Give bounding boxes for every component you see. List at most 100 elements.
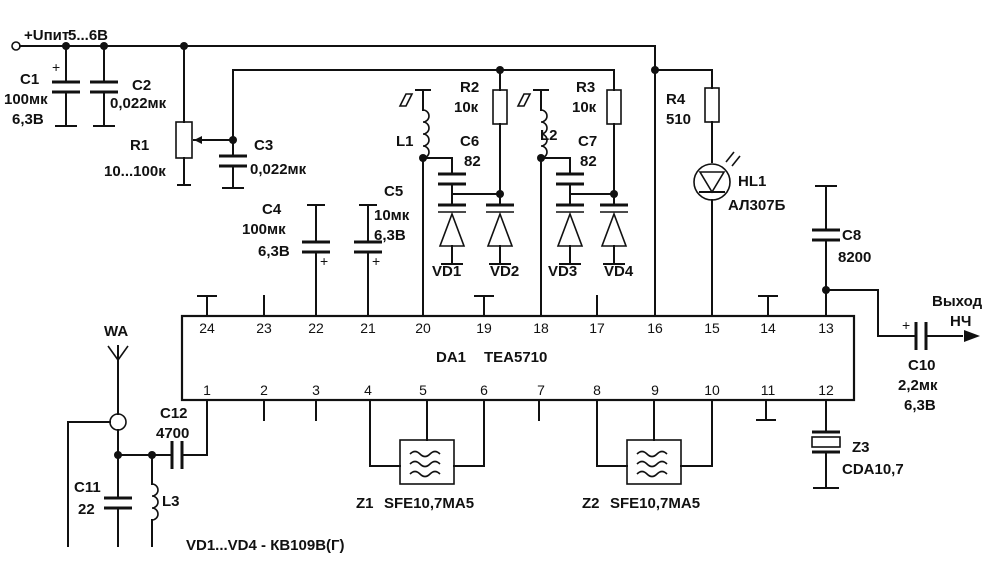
z1-ref: Z1 bbox=[356, 495, 374, 512]
ic-pin-label-13: 13 bbox=[818, 320, 834, 336]
vd1-varicap bbox=[438, 211, 466, 247]
l2-coil bbox=[540, 109, 548, 159]
c8-capacitor bbox=[812, 185, 917, 337]
c10-ref: C10 bbox=[908, 357, 936, 374]
c12-value: 4700 bbox=[156, 425, 189, 442]
da1-type: TEA5710 bbox=[484, 349, 547, 366]
z1-type: SFE10,7MA5 bbox=[384, 495, 474, 512]
antenna-socket bbox=[109, 413, 127, 431]
c10-plus: + bbox=[902, 317, 910, 333]
output-arrow bbox=[964, 330, 980, 342]
hl1-type: АЛ307Б bbox=[728, 197, 786, 214]
ic-pin-label-4: 4 bbox=[364, 382, 372, 398]
output-label-line1: Выход bbox=[932, 293, 983, 310]
c7-value: 82 bbox=[580, 153, 597, 170]
c5-plus: + bbox=[372, 253, 380, 269]
ic-pin-label-23: 23 bbox=[256, 320, 272, 336]
ic-pin-label-19: 19 bbox=[476, 320, 492, 336]
vd3-ref: VD3 bbox=[548, 263, 577, 280]
l1-coil bbox=[422, 109, 430, 159]
r3-resistor bbox=[606, 89, 622, 125]
c2-value: 0,022мк bbox=[110, 95, 167, 112]
c12-ref: C12 bbox=[160, 405, 188, 422]
c4-capacitor: + bbox=[302, 204, 330, 317]
ic-pin-label-15: 15 bbox=[704, 320, 720, 336]
tank-2 bbox=[516, 69, 628, 317]
r1-value: 10...100к bbox=[104, 163, 166, 180]
supply-rail bbox=[11, 41, 713, 317]
ic-pin-label-20: 20 bbox=[415, 320, 431, 336]
z2-type: SFE10,7MA5 bbox=[610, 495, 700, 512]
ic-pin-label-3: 3 bbox=[312, 382, 320, 398]
r1-potentiometer bbox=[175, 45, 234, 186]
l3-ref: L3 bbox=[162, 493, 180, 510]
c7-ref: C7 bbox=[578, 133, 597, 150]
ic-pin-label-6: 6 bbox=[480, 382, 488, 398]
c8-value: 8200 bbox=[838, 249, 871, 266]
c3-value: 0,022мк bbox=[250, 161, 307, 178]
supply-terminal bbox=[11, 41, 21, 51]
vd1-ref: VD1 bbox=[432, 263, 461, 280]
z3-type: CDA10,7 bbox=[842, 461, 904, 478]
c11-ref: C11 bbox=[74, 479, 101, 496]
c2-capacitor bbox=[90, 45, 118, 127]
r4-value: 510 bbox=[666, 111, 691, 128]
ic-pin-label-21: 21 bbox=[360, 320, 376, 336]
l2-ref: L2 bbox=[540, 127, 558, 144]
c4-voltage: 6,3В bbox=[258, 243, 290, 260]
antenna-input bbox=[67, 345, 208, 547]
r3-value: 10к bbox=[572, 99, 597, 116]
ic-pin-label-1: 1 bbox=[203, 382, 211, 398]
ic-pin-label-22: 22 bbox=[308, 320, 324, 336]
ic-pin-label-16: 16 bbox=[647, 320, 663, 336]
c1-value: 100мк bbox=[4, 91, 48, 108]
ic-pin-label-7: 7 bbox=[537, 382, 545, 398]
r3-ref: R3 bbox=[576, 79, 595, 96]
z3-resonator bbox=[811, 399, 841, 489]
supply-range: 5...6В bbox=[68, 27, 108, 44]
c4-ref: C4 bbox=[262, 201, 282, 218]
vd2-ref: VD2 bbox=[490, 263, 519, 280]
z1-filter bbox=[369, 399, 485, 485]
ic-pin-label-24: 24 bbox=[199, 320, 215, 336]
ic-pin-label-5: 5 bbox=[419, 382, 427, 398]
ic-pin-label-8: 8 bbox=[593, 382, 601, 398]
ic-pin-label-11: 11 bbox=[761, 382, 776, 398]
r2-ref: R2 bbox=[460, 79, 479, 96]
c8-ref: C8 bbox=[842, 227, 861, 244]
indicator-led bbox=[693, 69, 741, 317]
da1-body bbox=[180, 314, 856, 402]
vd2-varicap bbox=[486, 211, 514, 247]
c5-capacitor: + bbox=[354, 204, 382, 317]
tank-1 bbox=[398, 69, 514, 317]
diode-footnote: VD1...VD4 - КВ109В(Г) bbox=[186, 537, 345, 554]
supply-label: +Uпит bbox=[24, 27, 69, 44]
da1-ref: DA1 bbox=[436, 349, 466, 366]
r2-resistor bbox=[492, 89, 508, 125]
c5-value: 10мк bbox=[374, 207, 410, 224]
r4-ref: R4 bbox=[666, 91, 686, 108]
hl1-ref: HL1 bbox=[738, 173, 766, 190]
vd4-ref: VD4 bbox=[604, 263, 634, 280]
r4-resistor bbox=[704, 87, 720, 123]
ic-pin-label-18: 18 bbox=[533, 320, 549, 336]
z3-ref: Z3 bbox=[852, 439, 870, 456]
c10-value: 2,2мк bbox=[898, 377, 938, 394]
l1-ref: L1 bbox=[396, 133, 414, 150]
c2-ref: C2 bbox=[132, 77, 151, 94]
c10-voltage: 6,3В bbox=[904, 397, 936, 414]
c4-plus: + bbox=[320, 253, 328, 269]
c1-voltage: 6,3В bbox=[12, 111, 44, 128]
c1-ref: C1 bbox=[20, 71, 39, 88]
output-label-line2: НЧ bbox=[950, 313, 971, 330]
c11-value: 22 bbox=[78, 501, 95, 518]
c4-value: 100мк bbox=[242, 221, 286, 238]
c3-ref: C3 bbox=[254, 137, 273, 154]
c5-ref: C5 bbox=[384, 183, 403, 200]
ic-pin-label-2: 2 bbox=[260, 382, 268, 398]
wa-ref: WA bbox=[104, 323, 128, 340]
ic-pin-label-17: 17 bbox=[589, 320, 605, 336]
